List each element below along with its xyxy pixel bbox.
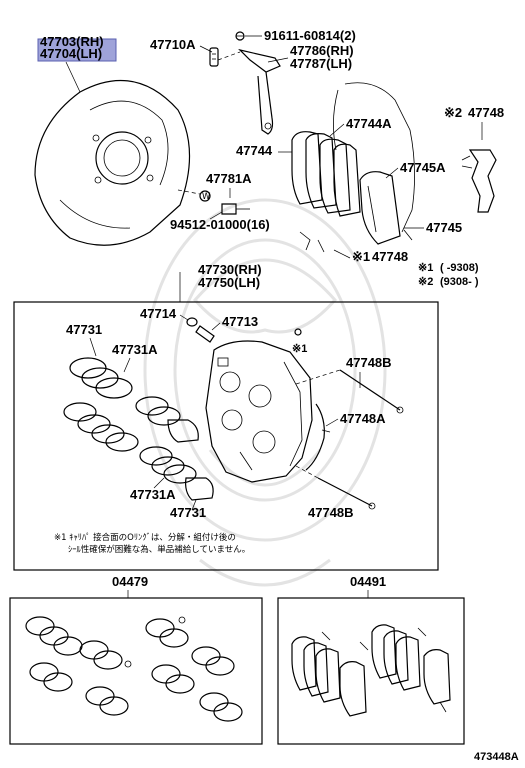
o-ring-part[interactable] — [294, 328, 302, 336]
brake-hose-bracket-part[interactable] — [238, 48, 281, 135]
pad-pin-lower-part[interactable] — [317, 477, 376, 510]
pad-kit-pads — [291, 624, 451, 717]
label-47731a-b[interactable]: 47731A — [130, 487, 176, 502]
mark1-box: ※1 — [292, 343, 307, 355]
washer-47781a-part[interactable]: W — [199, 190, 211, 202]
label-47748-top[interactable]: 47748 — [468, 105, 504, 120]
caliper-body-part[interactable] — [205, 340, 313, 483]
label-04479[interactable]: 04479 — [112, 574, 148, 589]
label-47713[interactable]: 47713 — [222, 314, 258, 329]
label-47744a[interactable]: 47744A — [346, 116, 392, 131]
label-47745[interactable]: 47745 — [426, 220, 462, 235]
label-47748b-b[interactable]: 47748B — [308, 505, 354, 520]
label-91611[interactable]: 91611-60814(2) — [264, 28, 356, 43]
label-47731-b[interactable]: 47731 — [170, 505, 206, 520]
seal-kit-rings — [25, 616, 243, 722]
label-47730[interactable]: 47730(RH) — [198, 262, 262, 277]
label-47710a[interactable]: 47710A — [150, 37, 196, 52]
label-94512[interactable]: 94512-01000(16) — [170, 217, 270, 232]
label-47750[interactable]: 47750(LH) — [198, 275, 260, 290]
bleeder-plug-part[interactable] — [195, 325, 215, 343]
label-47731a-a[interactable]: 47731A — [112, 342, 158, 357]
pad-shim-small-part[interactable] — [299, 229, 413, 253]
mark1-mid: ※1 — [352, 249, 370, 264]
note2-mark: ※2 — [418, 276, 433, 288]
anti-rattle-clip-part[interactable] — [305, 403, 331, 471]
seal-kit-box[interactable] — [9, 597, 263, 745]
brake-pad-set-top[interactable] — [291, 131, 361, 217]
bleeder-screw-part[interactable] — [209, 47, 219, 67]
highlight-box — [37, 38, 117, 62]
label-47748a[interactable]: 47748A — [340, 411, 386, 426]
label-47731-a[interactable]: 47731 — [66, 322, 102, 337]
label-47787[interactable]: 47787(LH) — [290, 56, 352, 71]
piston-seal-set-left[interactable] — [63, 357, 139, 452]
bleeder-cap-part[interactable] — [186, 317, 198, 327]
note2-range: (9308- ) — [440, 276, 479, 288]
caliper-outline-ghost — [333, 82, 415, 233]
label-47703[interactable]: 47703(RH) — [40, 34, 104, 49]
note1-mark: ※1 — [418, 262, 433, 274]
label-47748-mid[interactable]: 47748 — [372, 249, 408, 264]
mark2-top: ※2 — [444, 105, 462, 120]
caliper-assembly-box — [13, 301, 439, 571]
anti-rattle-spring-part[interactable] — [461, 149, 497, 213]
label-04491[interactable]: 04491 — [350, 574, 386, 589]
label-47744[interactable]: 47744 — [236, 143, 273, 158]
label-47781a[interactable]: 47781A — [206, 171, 252, 186]
image-code: 473448A — [474, 751, 519, 763]
label-47786[interactable]: 47786(RH) — [290, 43, 354, 58]
note1-range: ( -9308) — [440, 262, 479, 274]
label-47714[interactable]: 47714 — [140, 306, 177, 321]
footnote-line1: ※1 ｷｬﾘﾊﾟ 接合面のOﾘﾝｸﾞは、分解・組付け後の — [54, 532, 236, 543]
bolt-91611-part[interactable] — [235, 31, 245, 41]
footnote-line2: ｼｰﾙ性確保が困難な為、単品補給していません。 — [68, 544, 250, 555]
label-47748b-a[interactable]: 47748B — [346, 355, 392, 370]
label-47704[interactable]: 47704(LH) — [40, 46, 102, 61]
piston-seal-set-center[interactable] — [135, 396, 214, 501]
svg-text:W: W — [202, 192, 211, 202]
pad-pin-upper-part[interactable] — [339, 369, 404, 414]
label-47745a[interactable]: 47745A — [400, 160, 446, 175]
brake-pad-right[interactable] — [359, 171, 401, 245]
pad-kit-box[interactable] — [277, 597, 465, 745]
bolt-94512-part[interactable] — [221, 203, 250, 215]
dust-shield-part[interactable] — [34, 79, 191, 246]
